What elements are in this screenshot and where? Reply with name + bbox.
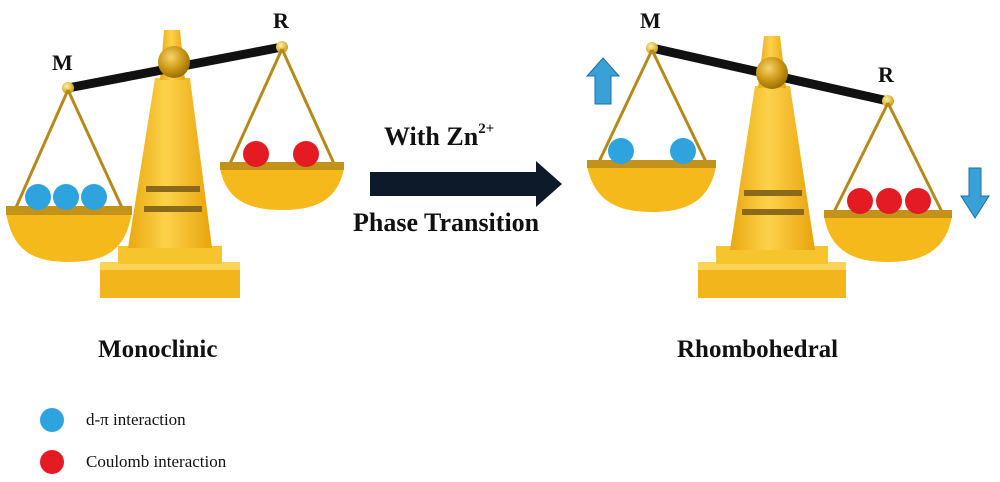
- label-m-left: M: [52, 50, 73, 75]
- label-r-right: R: [878, 62, 895, 87]
- label-m-right: M: [640, 8, 661, 33]
- rhombohedral-red-balls: [847, 188, 931, 214]
- phase-name-rhombohedral: Rhombohedral: [677, 336, 839, 363]
- pan-hook-left: [62, 82, 74, 94]
- pan-right: [824, 216, 952, 262]
- blue-ball: [608, 138, 634, 164]
- pivot-knob: [158, 46, 190, 78]
- up-arrow-icon: [585, 57, 621, 105]
- pillar: [730, 86, 815, 250]
- transition-condition-text: With Zn: [384, 122, 479, 151]
- rhombohedral-blue-balls: [608, 138, 696, 164]
- legend-swatch: [40, 408, 64, 432]
- legend-label: Coulomb interaction: [86, 452, 227, 471]
- label-r-left: R: [273, 8, 290, 33]
- pivot-knob: [756, 57, 788, 89]
- phase-name-monoclinic: Monoclinic: [98, 336, 218, 363]
- pillar: [128, 78, 212, 248]
- down-arrow-icon: [960, 167, 990, 219]
- monoclinic-red-balls: [243, 141, 319, 167]
- blue-ball: [81, 184, 107, 210]
- pan-hook-left: [646, 42, 658, 54]
- transition-label: Phase Transition: [353, 208, 540, 237]
- legend-swatch: [40, 450, 64, 474]
- red-ball: [847, 188, 873, 214]
- pan-left: [587, 166, 716, 212]
- legend-item-coulomb: Coulomb interaction: [40, 450, 226, 474]
- transition-condition-superscript: 2+: [478, 121, 495, 138]
- legend-label: d-π interaction: [86, 410, 186, 429]
- monoclinic-blue-balls: [25, 184, 107, 210]
- red-ball: [876, 188, 902, 214]
- blue-ball: [25, 184, 51, 210]
- red-ball: [293, 141, 319, 167]
- legend-item-d-pi: d-π interaction: [40, 408, 186, 432]
- monoclinic-balance: [6, 30, 344, 298]
- rhombohedral-balance: [587, 36, 952, 298]
- pan-hook-right: [276, 41, 288, 53]
- base-step: [118, 246, 222, 264]
- blue-ball: [53, 184, 79, 210]
- red-ball: [243, 141, 269, 167]
- base-step: [716, 246, 828, 264]
- pan-left: [6, 212, 132, 262]
- pan-hook-right: [882, 95, 894, 107]
- red-ball: [905, 188, 931, 214]
- transition-arrow: [370, 161, 562, 207]
- blue-ball: [670, 138, 696, 164]
- pan-right: [220, 168, 344, 210]
- transition-condition: With Zn2+: [384, 121, 495, 152]
